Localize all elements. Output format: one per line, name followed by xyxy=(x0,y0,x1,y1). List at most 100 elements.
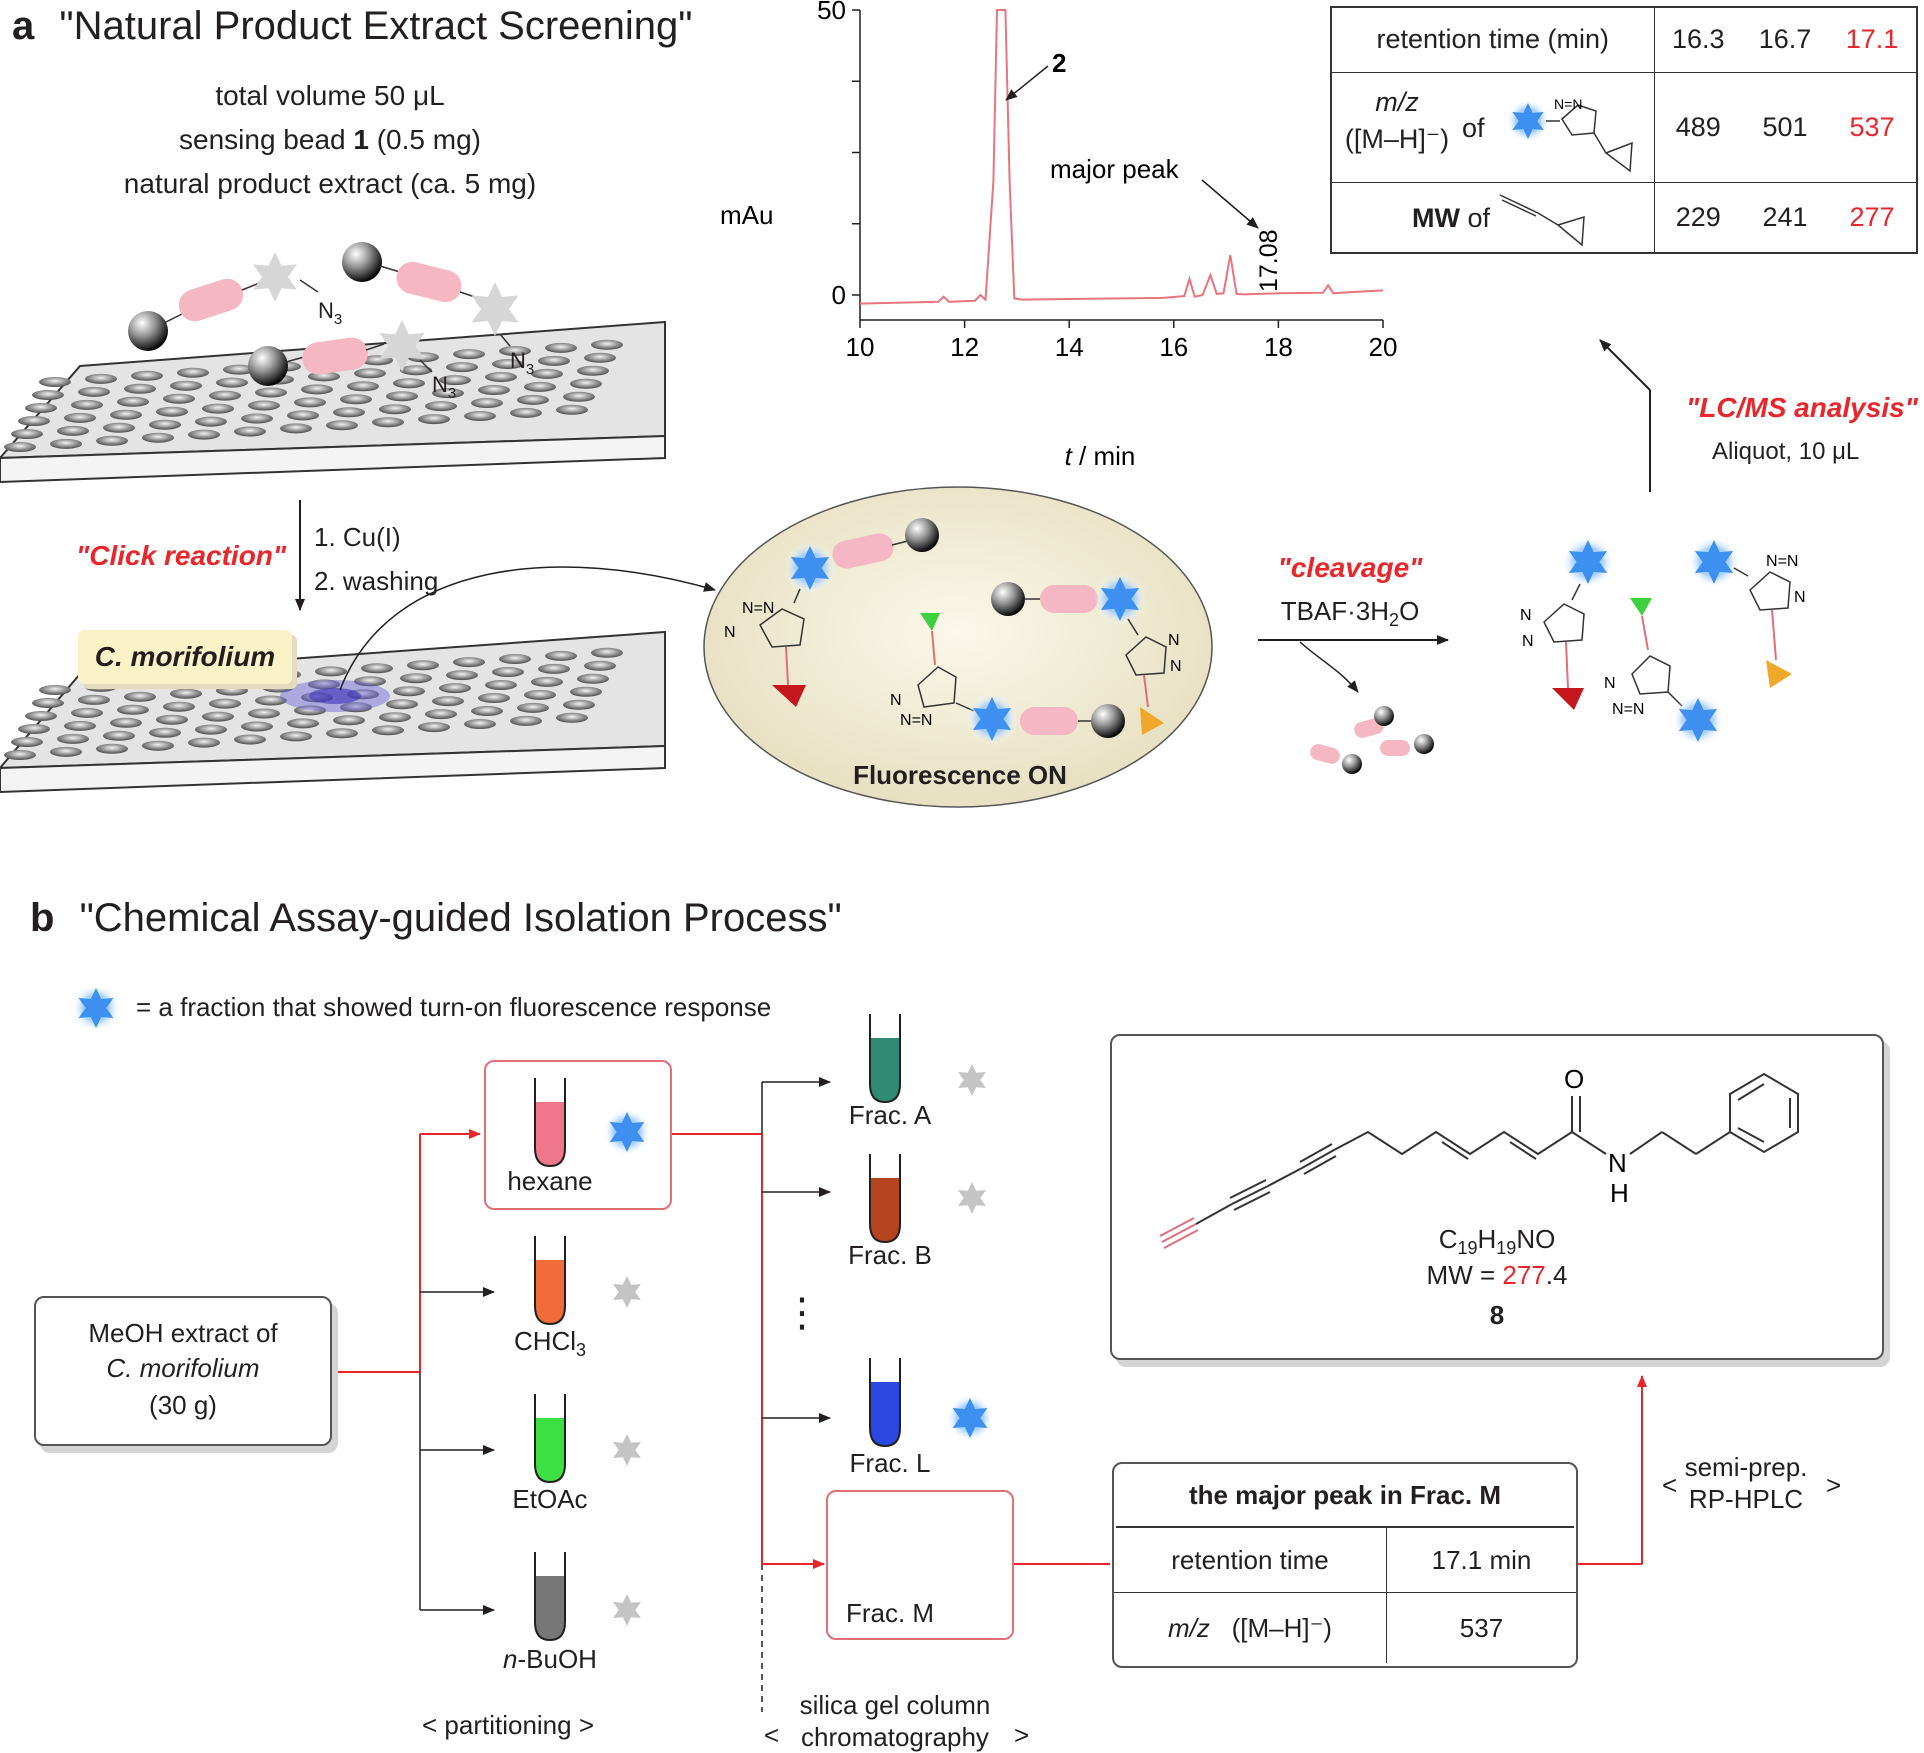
plate-well xyxy=(524,689,556,700)
plate-well xyxy=(255,695,287,706)
plate-well xyxy=(188,737,220,748)
plate-well xyxy=(464,719,496,729)
frac-b-label: Frac. B xyxy=(848,1240,932,1270)
plate-well xyxy=(149,727,181,738)
plate-well xyxy=(64,412,96,423)
mw-row-label: MW of xyxy=(1332,181,1655,252)
svg-text:N: N xyxy=(1608,1148,1627,1178)
plate-well xyxy=(584,352,616,363)
plate-well xyxy=(11,429,43,439)
plate-well xyxy=(446,670,478,681)
plate-well xyxy=(4,750,36,760)
extract-line-3: (30 g) xyxy=(149,1390,217,1420)
plate-well xyxy=(71,707,103,718)
plate-well xyxy=(156,714,188,725)
plate-well xyxy=(545,342,577,353)
plate-well xyxy=(18,724,50,734)
frac-m-peak-table: the major peak in Frac. M retention time… xyxy=(1112,1462,1578,1668)
plate-well xyxy=(425,401,457,412)
step-cu: 1. Cu(I) xyxy=(314,522,401,552)
panel-a-letter: a xyxy=(12,4,35,48)
plate-well xyxy=(57,425,89,436)
plate-well xyxy=(110,409,142,420)
svg-text:O: O xyxy=(1564,1064,1584,1094)
svg-text:N: N xyxy=(1604,675,1616,692)
plate-well xyxy=(354,676,386,687)
frac-l-fluor-star-icon xyxy=(946,1394,994,1442)
plate-well xyxy=(315,666,347,677)
x-tick-label: 14 xyxy=(1055,332,1084,362)
compound-mw: MW = 277.4 xyxy=(1426,1260,1568,1290)
released-products: N N N N=N N=N N xyxy=(1520,536,1806,746)
plate-well xyxy=(361,663,393,674)
lcms-label: "LC/MS analysis" xyxy=(1686,392,1918,423)
plate-well xyxy=(124,691,156,702)
plate-well xyxy=(78,694,110,705)
chart-y-label: mAu xyxy=(720,200,773,230)
plate-well xyxy=(117,704,149,715)
plate-well xyxy=(195,724,227,735)
ms-results-table: retention time (min) 16.3 16.7 17.1 m/z … xyxy=(1330,6,1918,254)
plant-label-box: C. morifolium xyxy=(78,630,292,684)
silica-lt: < xyxy=(764,1720,780,1750)
condition-sensing-bead: sensing bead 1 (0.5 mg) xyxy=(179,124,481,155)
plate-well xyxy=(386,699,418,710)
svg-text:N3: N3 xyxy=(510,348,534,378)
plate-well xyxy=(241,721,273,732)
plate-well xyxy=(453,349,485,360)
plate-well xyxy=(591,647,623,658)
plate-well xyxy=(216,685,248,696)
mw-value-2: 241 xyxy=(1762,201,1808,232)
svg-text:N=N: N=N xyxy=(1766,553,1798,570)
silica-line-2: chromatography xyxy=(801,1722,989,1752)
plate-well xyxy=(85,373,117,384)
mw-value-3: 277 xyxy=(1849,201,1895,232)
peak-2-label: 2 xyxy=(1052,48,1066,78)
plate-well xyxy=(492,359,524,369)
chcl3-label: CHCl3 xyxy=(513,1326,587,1361)
major-peak-note: major peak xyxy=(1050,154,1180,184)
etoac-grey-star-icon xyxy=(613,1434,641,1466)
x-tick-label: 18 xyxy=(1264,332,1293,362)
svg-text:N3: N3 xyxy=(432,372,456,402)
svg-text:N3: N3 xyxy=(318,298,342,328)
tbaf-label: TBAF·3H2O xyxy=(1280,596,1420,631)
peak-mz-value: 537 xyxy=(1459,1613,1504,1643)
x-tick-label: 20 xyxy=(1369,332,1398,362)
plate-well xyxy=(584,660,616,671)
legend-fluor-star-icon xyxy=(72,984,120,1032)
silica-line-1: silica gel column xyxy=(799,1690,991,1720)
plate-well xyxy=(131,370,163,381)
svg-text:N: N xyxy=(890,692,902,709)
compound-8-structure: O N H xyxy=(1159,1064,1799,1249)
plate-well xyxy=(32,390,64,400)
plate-well xyxy=(478,385,510,395)
plate-well xyxy=(556,404,588,415)
hexane-fluor-star-icon xyxy=(603,1108,651,1156)
chromatogram-trace xyxy=(859,9,1384,305)
plate-well xyxy=(50,746,82,757)
chart-x-label: t / min xyxy=(1065,441,1136,471)
plate-well xyxy=(188,429,220,440)
plate-well xyxy=(510,715,542,726)
plate-well xyxy=(471,706,503,716)
sensing-beads: N3 N3 N3 xyxy=(128,242,534,402)
plate-well xyxy=(71,399,103,410)
condition-volume: total volume 50 μL xyxy=(215,80,445,111)
buoh-tube xyxy=(534,1552,566,1642)
plate-well xyxy=(223,364,255,375)
plate-well xyxy=(117,396,149,407)
plate-well xyxy=(39,377,71,387)
legend-text: = a fraction that showed turn-on fluores… xyxy=(136,992,772,1022)
plate-well xyxy=(485,372,517,382)
plant-label: C. morifolium xyxy=(94,641,276,672)
step-washing: 2. washing xyxy=(314,566,439,596)
plate-well xyxy=(326,728,358,739)
hplc-line-1: semi-prep. xyxy=(1684,1452,1808,1482)
plate-well xyxy=(248,400,280,411)
plate-well xyxy=(499,346,531,356)
frac-l-label: Frac. L xyxy=(849,1448,931,1478)
plate-well xyxy=(156,406,188,417)
plate-well xyxy=(591,339,623,350)
hexane-label: hexane xyxy=(507,1166,593,1196)
